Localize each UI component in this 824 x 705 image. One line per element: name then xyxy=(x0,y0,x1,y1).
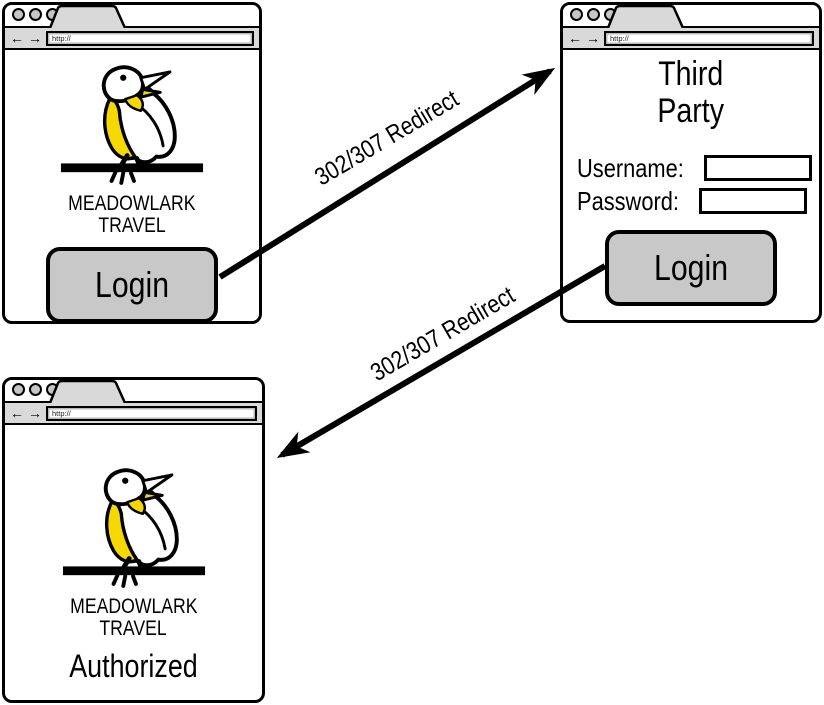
browser-window-meadowlark-login: ← → http:// xyxy=(2,2,262,324)
username-row: Username: xyxy=(577,152,813,183)
browser-tab[interactable] xyxy=(607,5,685,28)
username-label: Username: xyxy=(577,152,684,183)
url-bar[interactable]: http:// xyxy=(604,30,814,46)
forward-icon[interactable]: → xyxy=(586,30,600,46)
browser-window-third-party: ← → http:// Third Party Username: Passwo… xyxy=(560,2,822,323)
meadowlark-bird-logo xyxy=(62,468,205,588)
brand-line2: TRAVEL xyxy=(98,214,166,238)
window-button-icon[interactable] xyxy=(587,8,600,21)
back-icon[interactable]: ← xyxy=(10,30,24,46)
browser-tab[interactable] xyxy=(49,380,127,403)
page-title: Third Party xyxy=(563,55,819,131)
username-input[interactable] xyxy=(704,154,813,181)
page-content: MEADOWLARK TRAVEL Login xyxy=(5,50,259,321)
redirect-label-1: 302/307 Redirect xyxy=(310,84,464,192)
redirect-arrow-to-authorized xyxy=(276,263,607,459)
browser-tab[interactable] xyxy=(49,5,127,28)
password-input[interactable] xyxy=(699,187,807,214)
login-button[interactable]: Login xyxy=(46,247,218,321)
back-icon[interactable]: ← xyxy=(568,30,582,46)
window-titlebar xyxy=(563,5,819,28)
url-bar[interactable]: http:// xyxy=(46,405,257,421)
browser-toolbar: ← → http:// xyxy=(563,28,819,50)
title-line2: Party xyxy=(657,92,725,131)
window-button-icon[interactable] xyxy=(29,383,42,396)
window-button-icon[interactable] xyxy=(12,383,25,396)
authorized-status: Authorized xyxy=(69,648,198,685)
window-button-icon[interactable] xyxy=(570,8,583,21)
window-titlebar xyxy=(5,380,262,403)
redirect-label-2: 302/307 Redirect xyxy=(365,281,520,387)
login-button-label: Login xyxy=(95,264,169,306)
password-label: Password: xyxy=(577,185,679,216)
login-form: Username: Password: xyxy=(563,152,819,216)
password-row: Password: xyxy=(577,185,807,216)
brand-line1: MEADOWLARK xyxy=(69,595,198,618)
url-bar[interactable]: http:// xyxy=(46,30,254,46)
browser-toolbar: ← → http:// xyxy=(5,403,262,425)
login-button-label: Login xyxy=(654,246,728,288)
brand-text: MEADOWLARK TRAVEL xyxy=(5,595,262,641)
title-line1: Third xyxy=(658,55,724,93)
window-button-icon[interactable] xyxy=(29,8,42,21)
page-content: MEADOWLARK TRAVEL Authorized xyxy=(5,425,262,685)
brand-line2: TRAVEL xyxy=(99,617,168,641)
brand-text: MEADOWLARK TRAVEL xyxy=(5,192,259,238)
page-content: Third Party Username: Password: Login xyxy=(563,55,819,306)
login-button[interactable]: Login xyxy=(605,229,777,306)
browser-window-meadowlark-authorized: ← → http:// xyxy=(2,377,265,703)
forward-icon[interactable]: → xyxy=(28,30,42,46)
forward-icon[interactable]: → xyxy=(28,405,42,421)
meadowlark-bird-logo xyxy=(60,65,204,185)
window-titlebar xyxy=(5,5,259,28)
back-icon[interactable]: ← xyxy=(10,405,24,421)
browser-toolbar: ← → http:// xyxy=(5,28,259,50)
window-button-icon[interactable] xyxy=(12,8,25,21)
redirect-arrow-to-third-party xyxy=(218,67,556,280)
brand-line1: MEADOWLARK xyxy=(68,192,196,215)
